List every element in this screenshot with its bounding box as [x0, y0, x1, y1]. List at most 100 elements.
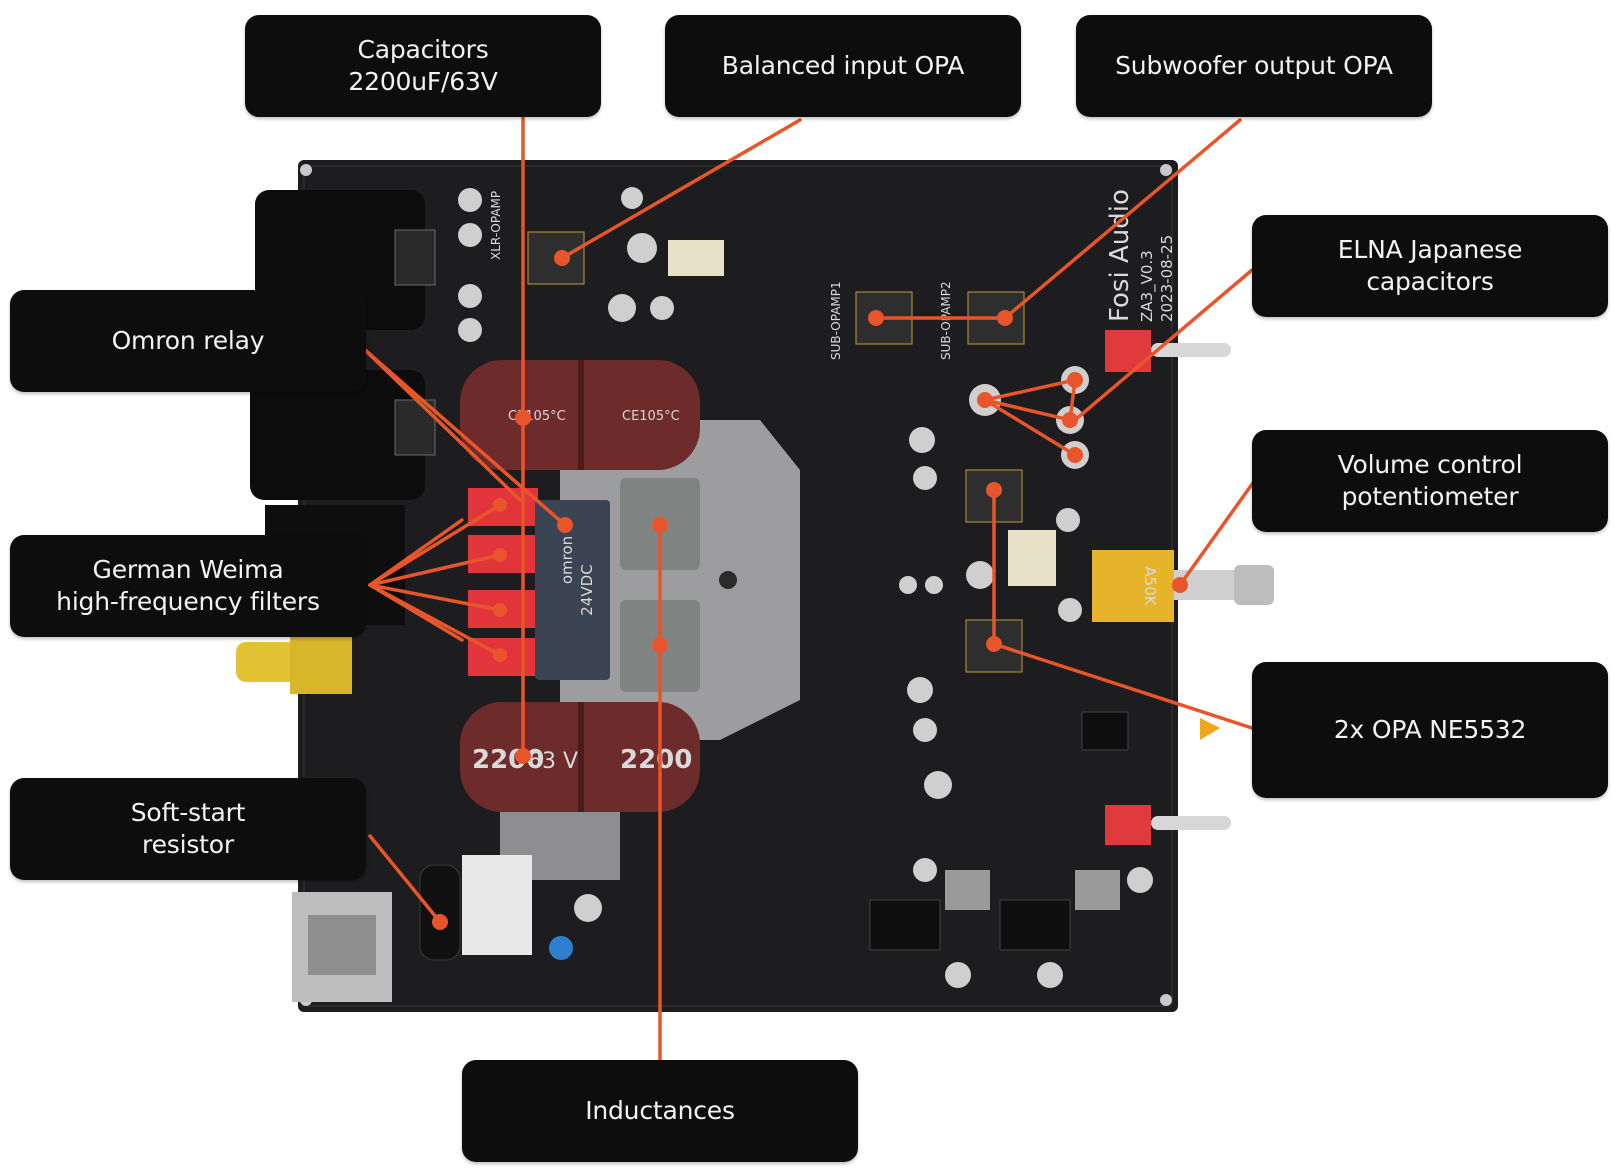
dot-capacitor-lower: [515, 748, 531, 764]
small-cap: [966, 561, 994, 589]
dot-elna-2: [1067, 372, 1083, 388]
leader-omron-2: [363, 348, 522, 502]
small-cap: [1127, 867, 1153, 893]
small-cap: [913, 858, 937, 882]
dot-omron: [557, 517, 573, 533]
dot-weima-1: [493, 498, 507, 512]
dot-volume: [1172, 577, 1188, 593]
toggle-switch-top-lever: [1151, 343, 1231, 357]
power-jack-inner: [308, 915, 376, 975]
power-relay: [462, 855, 532, 955]
soft-start-resistor: [419, 864, 461, 961]
capacitor-lower-voltage: 63 V: [528, 749, 578, 774]
callout-capacitors-line2: 2200uF/63V: [348, 67, 498, 96]
small-cap: [913, 718, 937, 742]
relay-text: omron: [558, 536, 576, 584]
heatsink-hole: [899, 576, 917, 594]
heatsink-hole: [925, 576, 943, 594]
dot-balanced-input: [554, 250, 570, 266]
leader-balanced-input: [560, 118, 802, 260]
toggle-switch-bottom: [1105, 805, 1151, 845]
callout-subwoofer-line1: Subwoofer output OPA: [1115, 51, 1393, 80]
rca-jack-body: [290, 632, 352, 694]
callout-capacitors-line1: Capacitors: [357, 35, 489, 64]
callout-volume-line2: potentiometer: [1341, 482, 1519, 511]
small-cap: [627, 233, 657, 263]
silk-sub-opamp1: SUB-OPAMP1: [829, 281, 843, 360]
leader-lines: [363, 115, 1257, 1062]
volume-pot-text: A50K: [1141, 566, 1159, 606]
callout-balanced-input-line1: Balanced input OPA: [721, 51, 965, 80]
leader-weima-2: [368, 553, 502, 587]
callout-soft-start-line2: resistor: [142, 830, 234, 859]
leader-ne5532: [992, 642, 1254, 730]
dot-elna-4: [1067, 447, 1083, 463]
mount-hole: [300, 164, 312, 176]
small-cap-blue: [549, 936, 573, 960]
small-cap: [458, 318, 482, 342]
small-cap: [1037, 962, 1063, 988]
small-cap: [650, 296, 674, 320]
callout-weima-line2: high-frequency filters: [56, 587, 320, 616]
leader-weima-3: [368, 583, 502, 612]
callout-volume-line1: Volume control: [1337, 450, 1523, 479]
mount-hole: [1160, 994, 1172, 1006]
leader-elna: [1073, 268, 1254, 422]
capacitor-lower-value-2: 2200: [620, 745, 692, 775]
leader-weima-6: [368, 583, 464, 642]
callout-elna-capacitors: ELNA Japanese capacitors: [1252, 215, 1608, 317]
callout-elna-line2: capacitors: [1366, 267, 1494, 296]
callout-inductances-line1: Inductances: [585, 1096, 735, 1125]
callout-weima-line1: German Weima: [92, 555, 284, 584]
dot-ne5532-bottom: [986, 636, 1002, 652]
dot-weima-2: [493, 548, 507, 562]
board-brand: Fosi Audio: [1105, 189, 1135, 322]
callout-balanced-input-opa: Balanced input OPA: [665, 15, 1021, 117]
callout-capacitors: Capacitors 2200uF/63V: [245, 15, 601, 117]
xlr-connector-bottom: [250, 370, 425, 500]
callout-omron-line1: Omron relay: [111, 326, 265, 355]
leader-weima-5: [368, 518, 464, 587]
silk-xlr-opamp: XLR-OPAMP: [489, 191, 503, 260]
dsp-chip: [1081, 711, 1129, 751]
capacitor-lower-value: 2200: [472, 745, 544, 775]
silk-sub-opamp2: SUB-OPAMP2: [939, 281, 953, 360]
small-relay: [668, 240, 724, 276]
dot-weima-4: [493, 648, 507, 662]
small-cap: [1056, 508, 1080, 532]
small-cap: [907, 677, 933, 703]
xlr-connector-top-latch: [394, 229, 436, 286]
small-cap: [608, 294, 636, 322]
dot-sub2: [997, 310, 1013, 326]
leader-dots: [432, 250, 1188, 930]
board-date: 2023-08-25: [1158, 235, 1176, 322]
callout-subwoofer-output-opa: Subwoofer output OPA: [1076, 15, 1432, 117]
small-cap: [945, 962, 971, 988]
callout-inductances: Inductances: [462, 1060, 858, 1162]
small-cap: [458, 223, 482, 247]
capacitor-lower-band: [578, 702, 584, 812]
dot-elna-3: [1062, 412, 1078, 428]
dot-sub1: [868, 310, 884, 326]
leader-arrowhead: [1200, 718, 1220, 740]
board-model: ZA3_V0.3: [1138, 250, 1157, 322]
callout-ne5532-line1: 2x OPA NE5532: [1333, 715, 1527, 744]
small-cap: [924, 771, 952, 799]
small-cap: [458, 284, 482, 308]
leader-subwoofer: [1003, 118, 1242, 320]
omron-relay: [535, 500, 610, 680]
small-cap: [909, 427, 935, 453]
dot-elna-1: [977, 392, 993, 408]
small-relay: [1008, 530, 1056, 586]
small-cap: [458, 188, 482, 212]
xlr-connector-bottom-latch: [394, 399, 436, 456]
regulator-heatsink: [945, 870, 990, 910]
capacitor-upper-text-2: CE105°C: [622, 409, 680, 424]
leader-omron: [363, 348, 567, 527]
dot-capacitor-upper: [515, 410, 531, 426]
dot-ne5532-top: [986, 482, 1002, 498]
regulator-chip: [869, 899, 941, 951]
leader-soft-start: [368, 834, 442, 924]
toggle-switch-top: [1105, 330, 1151, 372]
callout-omron-relay: Omron relay: [10, 290, 366, 392]
